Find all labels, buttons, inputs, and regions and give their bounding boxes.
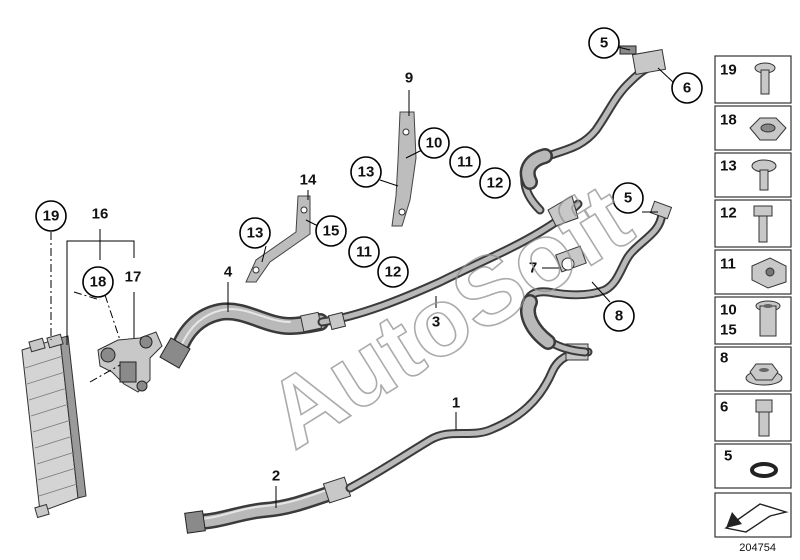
hex-nut-icon bbox=[749, 117, 787, 141]
direction-arrow-icon bbox=[724, 503, 789, 533]
hose-2 bbox=[184, 476, 352, 534]
callout-16: 16 bbox=[92, 206, 109, 223]
svg-text:5: 5 bbox=[624, 190, 632, 207]
panel-item-12: 12 bbox=[714, 199, 792, 248]
callout-10: 10 bbox=[418, 127, 450, 159]
callout-19: 19 bbox=[35, 200, 67, 232]
svg-text:11: 11 bbox=[720, 256, 736, 273]
svg-text:13: 13 bbox=[720, 158, 737, 175]
callout-9: 9 bbox=[405, 70, 413, 87]
hose-clip-icon bbox=[751, 257, 787, 289]
callout-4: 4 bbox=[224, 264, 233, 281]
callout-8: 8 bbox=[603, 300, 635, 332]
rivet-nut-icon bbox=[755, 300, 781, 337]
svg-text:19: 19 bbox=[720, 62, 737, 79]
svg-text:10: 10 bbox=[720, 302, 737, 319]
svg-text:5: 5 bbox=[600, 35, 608, 52]
callout-5-top: 5 bbox=[588, 27, 620, 59]
reference-number: 204754 bbox=[739, 542, 776, 554]
callout-14: 14 bbox=[300, 172, 317, 189]
hex-bolt-icon bbox=[753, 205, 773, 243]
svg-text:6: 6 bbox=[683, 80, 691, 97]
panel-item-19: 19 bbox=[714, 55, 792, 104]
svg-text:5: 5 bbox=[724, 448, 732, 465]
panel-item-10-15: 10 15 bbox=[714, 296, 792, 345]
callout-1: 1 bbox=[452, 395, 460, 412]
fastener-panel: 19 18 13 12 bbox=[714, 55, 792, 538]
thermostat-housing bbox=[97, 331, 163, 393]
callout-6: 6 bbox=[671, 72, 703, 104]
svg-text:8: 8 bbox=[720, 350, 728, 367]
svg-text:18: 18 bbox=[720, 112, 737, 129]
panel-arrow bbox=[714, 492, 792, 538]
svg-text:10: 10 bbox=[426, 135, 443, 152]
svg-text:19: 19 bbox=[43, 208, 60, 225]
panel-item-18: 18 bbox=[714, 105, 792, 151]
svg-text:15: 15 bbox=[323, 223, 340, 240]
callout-2: 2 bbox=[272, 468, 280, 485]
svg-text:12: 12 bbox=[720, 205, 737, 222]
panel-item-6: 6 bbox=[714, 393, 792, 442]
svg-text:12: 12 bbox=[487, 175, 504, 192]
svg-text:11: 11 bbox=[457, 154, 473, 171]
oil-cooler bbox=[21, 333, 87, 519]
svg-text:18: 18 bbox=[90, 274, 107, 291]
svg-text:6: 6 bbox=[720, 399, 728, 416]
torx-screw-icon bbox=[754, 62, 776, 95]
torx-pan-screw-icon bbox=[751, 159, 777, 191]
callout-11-right: 11 bbox=[449, 146, 481, 178]
callout-18: 18 bbox=[82, 266, 114, 298]
hose-4 bbox=[159, 302, 329, 369]
callout-13-left: 13 bbox=[239, 217, 271, 249]
svg-text:15: 15 bbox=[720, 322, 737, 339]
panel-item-5: 5 bbox=[714, 443, 792, 489]
o-ring-icon bbox=[750, 462, 778, 478]
right-hose bbox=[520, 200, 673, 357]
panel-item-8: 8 bbox=[714, 346, 792, 392]
callout-17: 17 bbox=[125, 269, 142, 286]
callout-11-left: 11 bbox=[348, 236, 380, 268]
svg-text:12: 12 bbox=[385, 264, 402, 281]
callout-5-right: 5 bbox=[612, 182, 644, 214]
callout-12-left: 12 bbox=[377, 256, 409, 288]
upper-hose bbox=[519, 45, 667, 227]
bolt-icon bbox=[755, 399, 773, 437]
callout-12-right: 12 bbox=[479, 167, 511, 199]
bracket-9 bbox=[391, 111, 417, 227]
panel-item-11: 11 bbox=[714, 249, 792, 295]
svg-text:11: 11 bbox=[356, 244, 372, 261]
panel-item-13: 13 bbox=[714, 152, 792, 198]
svg-text:8: 8 bbox=[615, 308, 623, 325]
callout-15: 15 bbox=[315, 215, 347, 247]
callout-7: 7 bbox=[529, 260, 537, 277]
callout-3: 3 bbox=[432, 314, 440, 331]
callout-13-right: 13 bbox=[350, 156, 382, 188]
flange-nut-icon bbox=[745, 363, 783, 386]
svg-text:13: 13 bbox=[247, 225, 264, 242]
svg-text:13: 13 bbox=[358, 164, 375, 181]
